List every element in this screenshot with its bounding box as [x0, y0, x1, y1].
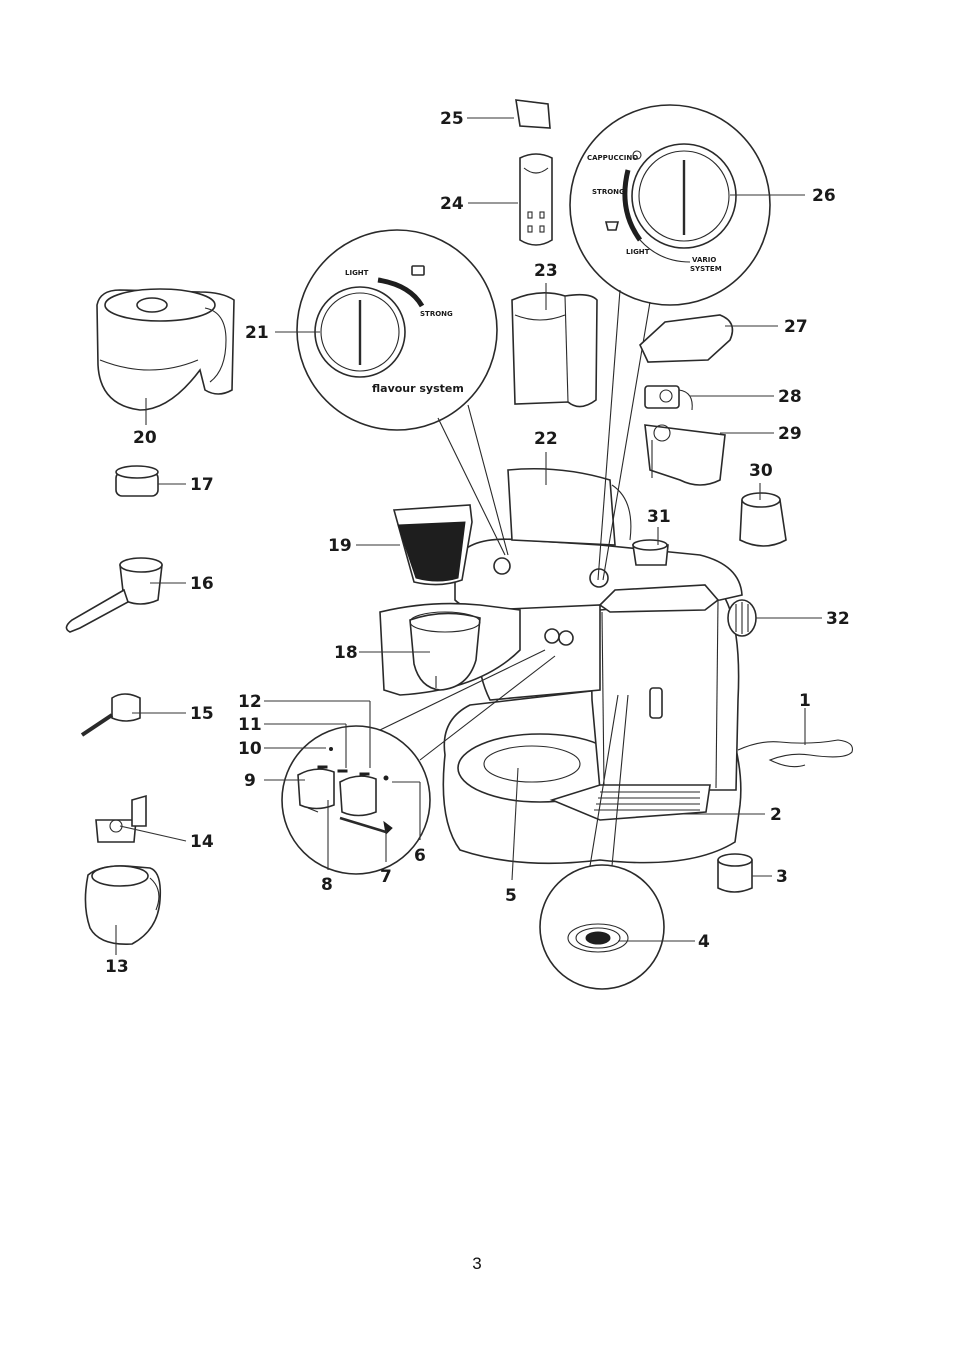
flavour-strong-label: STRONG [420, 310, 453, 318]
callout-22: 22 [534, 429, 558, 449]
callout-28: 28 [778, 387, 802, 407]
callout-1: 1 [799, 691, 811, 711]
callout-20: 20 [133, 428, 157, 448]
callout-26: 26 [812, 186, 836, 206]
callout-17: 17 [190, 475, 214, 495]
callout-27: 27 [784, 317, 808, 337]
leader-lines [115, 117, 822, 955]
callout-13: 13 [105, 957, 129, 977]
callout-30: 30 [749, 461, 773, 481]
callout-4: 4 [698, 932, 710, 952]
vario-system-dial: CAPPUCCINO STRONG LIGHT VARIO SYSTEM [569, 104, 771, 581]
callout-23: 23 [534, 261, 558, 281]
callout-12: 12 [238, 692, 262, 712]
flavour-system-caption: flavour system [372, 382, 464, 395]
callout-24: 24 [440, 194, 464, 214]
callout-numbers: 25 24 26 23 21 27 28 29 20 22 30 17 31 1… [105, 109, 850, 977]
callout-14: 14 [190, 832, 214, 852]
callout-5: 5 [505, 886, 517, 906]
vario-cappuccino-label: CAPPUCCINO [587, 154, 638, 162]
callout-2: 2 [770, 805, 782, 825]
vario-strong-label: STRONG [592, 188, 625, 196]
callout-16: 16 [190, 574, 214, 594]
callout-10: 10 [238, 739, 262, 759]
steam-nozzle-detail [539, 694, 665, 990]
callout-6: 6 [414, 846, 426, 866]
page-number: 3 [472, 1254, 482, 1273]
callout-31: 31 [647, 507, 671, 527]
flavour-light-label: LIGHT [345, 269, 369, 277]
callout-25: 25 [440, 109, 464, 129]
callout-3: 3 [776, 867, 788, 887]
control-panel-detail [281, 649, 556, 875]
callout-8: 8 [321, 875, 333, 895]
callout-19: 19 [328, 536, 352, 556]
machine-body [379, 467, 757, 865]
callout-29: 29 [778, 424, 802, 444]
loose-parts [65, 99, 787, 945]
flavour-system-dial: LIGHT STRONG flavour system [296, 229, 509, 556]
vario-system-line1: VARIO [692, 256, 716, 264]
vario-system-line2: SYSTEM [690, 265, 722, 273]
callout-7: 7 [380, 867, 392, 887]
callout-15: 15 [190, 704, 214, 724]
callout-11: 11 [238, 715, 262, 735]
power-cable [737, 739, 853, 768]
callout-21: 21 [245, 323, 269, 343]
callout-9: 9 [244, 771, 256, 791]
vario-light-label: LIGHT [626, 248, 650, 256]
callout-32: 32 [826, 609, 850, 629]
callout-18: 18 [334, 643, 358, 663]
